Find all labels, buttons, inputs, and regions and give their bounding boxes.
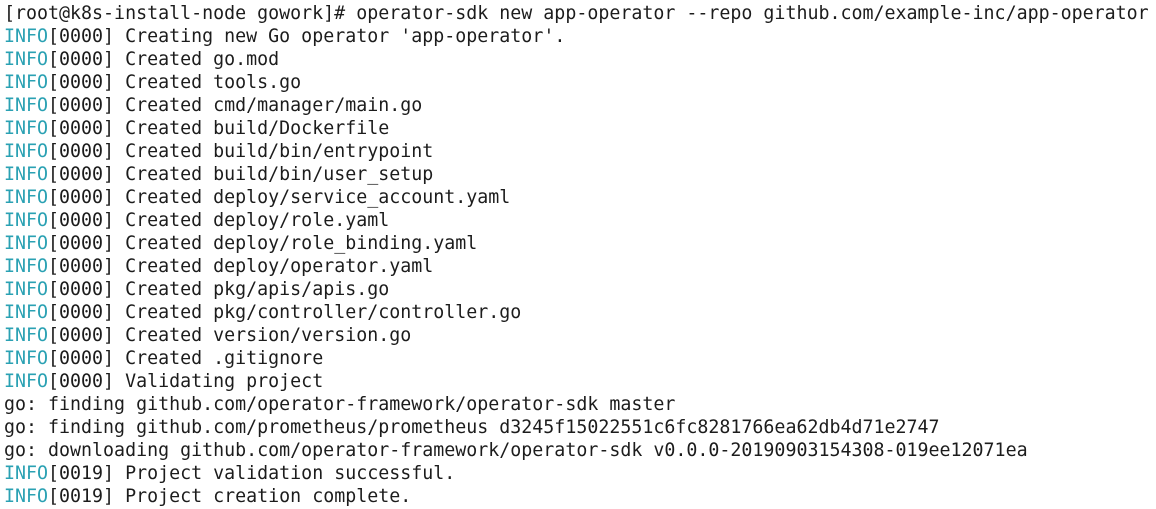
log-line: INFO[0000] Created go.mod — [4, 48, 1156, 71]
log-level: INFO — [4, 256, 49, 277]
log-message: Validating project — [114, 371, 324, 392]
go-output-line: go: downloading github.com/operator-fram… — [4, 440, 1028, 461]
log-timestamp: [0000] — [48, 210, 115, 231]
log-level: INFO — [4, 486, 49, 507]
log-timestamp: [0000] — [48, 256, 115, 277]
log-level: INFO — [4, 348, 49, 369]
log-level: INFO — [4, 26, 49, 47]
log-message: Created deploy/role_binding.yaml — [114, 233, 478, 254]
log-line: INFO[0000] Created tools.go — [4, 71, 1156, 94]
log-level: INFO — [4, 49, 49, 70]
log-level: INFO — [4, 141, 49, 162]
command-prompt-line: [root@k8s-install-node gowork]# operator… — [4, 3, 1149, 24]
log-message: Project creation complete. — [114, 486, 412, 507]
log-timestamp: [0000] — [48, 279, 115, 300]
log-timestamp: [0000] — [48, 325, 115, 346]
log-message: Created cmd/manager/main.go — [114, 95, 423, 116]
log-line: INFO[0000] Created deploy/service_accoun… — [4, 186, 1156, 209]
log-timestamp: [0000] — [48, 371, 115, 392]
log-timestamp: [0000] — [48, 141, 115, 162]
log-message: Created deploy/service_account.yaml — [114, 187, 511, 208]
log-message: Created pkg/apis/apis.go — [114, 279, 390, 300]
log-message: Created deploy/operator.yaml — [114, 256, 434, 277]
log-line: INFO[0000] Created build/bin/entrypoint — [4, 140, 1156, 163]
log-line: INFO[0000] Created .gitignore — [4, 347, 1156, 370]
log-message: Created go.mod — [114, 49, 280, 70]
log-timestamp: [0000] — [48, 233, 115, 254]
log-timestamp: [0000] — [48, 302, 115, 323]
log-timestamp: [0000] — [48, 164, 115, 185]
log-level: INFO — [4, 95, 49, 116]
log-timestamp: [0000] — [48, 95, 115, 116]
log-level: INFO — [4, 371, 49, 392]
log-level: INFO — [4, 279, 49, 300]
log-level: INFO — [4, 463, 49, 484]
log-line: INFO[0000] Created pkg/controller/contro… — [4, 301, 1156, 324]
log-message: Project validation successful. — [114, 463, 456, 484]
log-level: INFO — [4, 325, 49, 346]
log-line: INFO[0000] Creating new Go operator 'app… — [4, 25, 1156, 48]
log-message: Created build/bin/entrypoint — [114, 141, 434, 162]
log-timestamp: [0000] — [48, 49, 115, 70]
log-line: INFO[0019] Project validation successful… — [4, 462, 1156, 485]
go-output-line: go: finding github.com/prometheus/promet… — [4, 417, 940, 438]
log-message: Created .gitignore — [114, 348, 324, 369]
log-line: INFO[0000] Validating project — [4, 370, 1156, 393]
log-message: Created pkg/controller/controller.go — [114, 302, 522, 323]
log-message: Created build/Dockerfile — [114, 118, 390, 139]
log-timestamp: [0019] — [48, 463, 115, 484]
log-line: INFO[0000] Created deploy/role_binding.y… — [4, 232, 1156, 255]
log-line: INFO[0019] Project creation complete. — [4, 485, 1156, 508]
log-level: INFO — [4, 187, 49, 208]
log-level: INFO — [4, 302, 49, 323]
log-line: INFO[0000] Created cmd/manager/main.go — [4, 94, 1156, 117]
log-line: INFO[0000] Created deploy/operator.yaml — [4, 255, 1156, 278]
log-message: Created version/version.go — [114, 325, 412, 346]
log-message: Creating new Go operator 'app-operator'. — [114, 26, 566, 47]
log-timestamp: [0000] — [48, 118, 115, 139]
log-timestamp: [0000] — [48, 348, 115, 369]
log-message: Created deploy/role.yaml — [114, 210, 390, 231]
log-line: INFO[0000] Created deploy/role.yaml — [4, 209, 1156, 232]
log-timestamp: [0000] — [48, 72, 115, 93]
log-line: INFO[0000] Created pkg/apis/apis.go — [4, 278, 1156, 301]
log-line: INFO[0000] Created build/Dockerfile — [4, 117, 1156, 140]
log-level: INFO — [4, 72, 49, 93]
log-level: INFO — [4, 118, 49, 139]
go-output-line: go: finding github.com/operator-framewor… — [4, 394, 676, 415]
log-timestamp: [0000] — [48, 187, 115, 208]
log-message: Created build/bin/user_setup — [114, 164, 434, 185]
log-level: INFO — [4, 233, 49, 254]
log-line: INFO[0000] Created build/bin/user_setup — [4, 163, 1156, 186]
log-line: INFO[0000] Created version/version.go — [4, 324, 1156, 347]
log-level: INFO — [4, 210, 49, 231]
log-message: Created tools.go — [114, 72, 302, 93]
log-timestamp: [0000] — [48, 26, 115, 47]
log-timestamp: [0019] — [48, 486, 115, 507]
log-level: INFO — [4, 164, 49, 185]
